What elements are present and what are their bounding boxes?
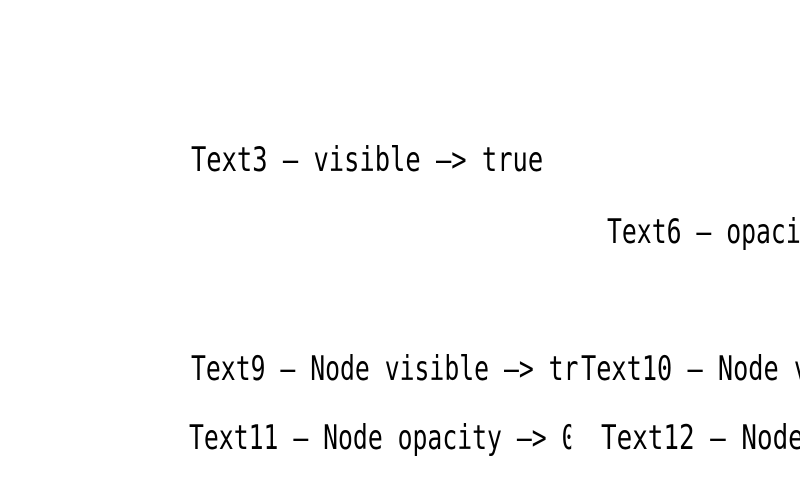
text-item-text9: Text9 — Node visible —> true — [191, 349, 580, 389]
text-item-text6: Text6 — opacity — [607, 212, 800, 252]
text-item-text3: Text3 — visible —> true — [191, 140, 544, 180]
text-item-text10: Text10 — Node visible — [581, 349, 800, 389]
text-item-text12: Text12 — Node opacity — [601, 418, 800, 458]
text-item-text11: Text11 — Node opacity —> 0 — [189, 418, 572, 458]
